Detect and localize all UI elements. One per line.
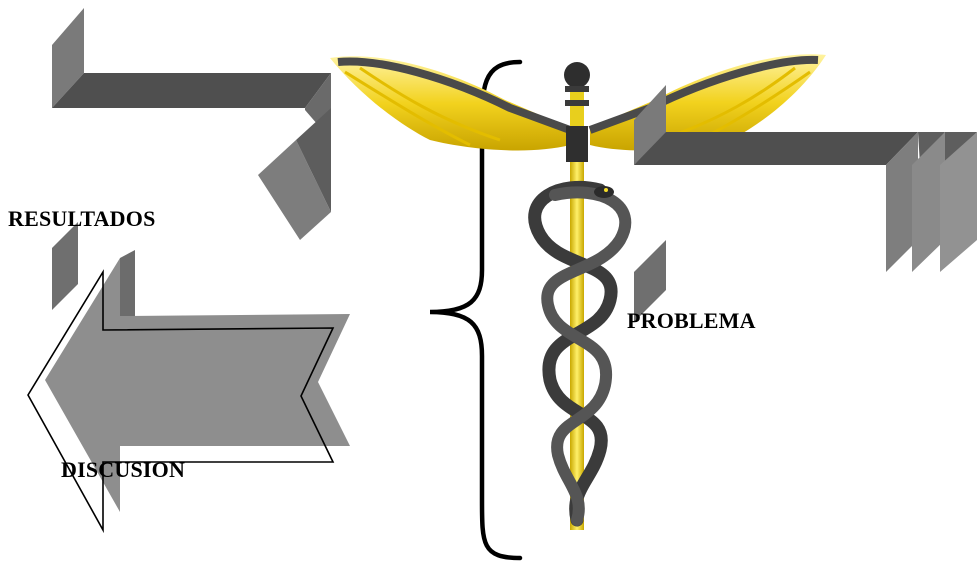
caduceus-icon: [330, 54, 826, 530]
left-tab-shape: [52, 222, 78, 310]
resultados-label: RESULTADOS: [8, 206, 156, 232]
left-arrow-icon: [28, 250, 350, 530]
discusion-label: DISCUSION: [61, 457, 185, 483]
problema-label: PROBLEMA: [627, 308, 756, 334]
